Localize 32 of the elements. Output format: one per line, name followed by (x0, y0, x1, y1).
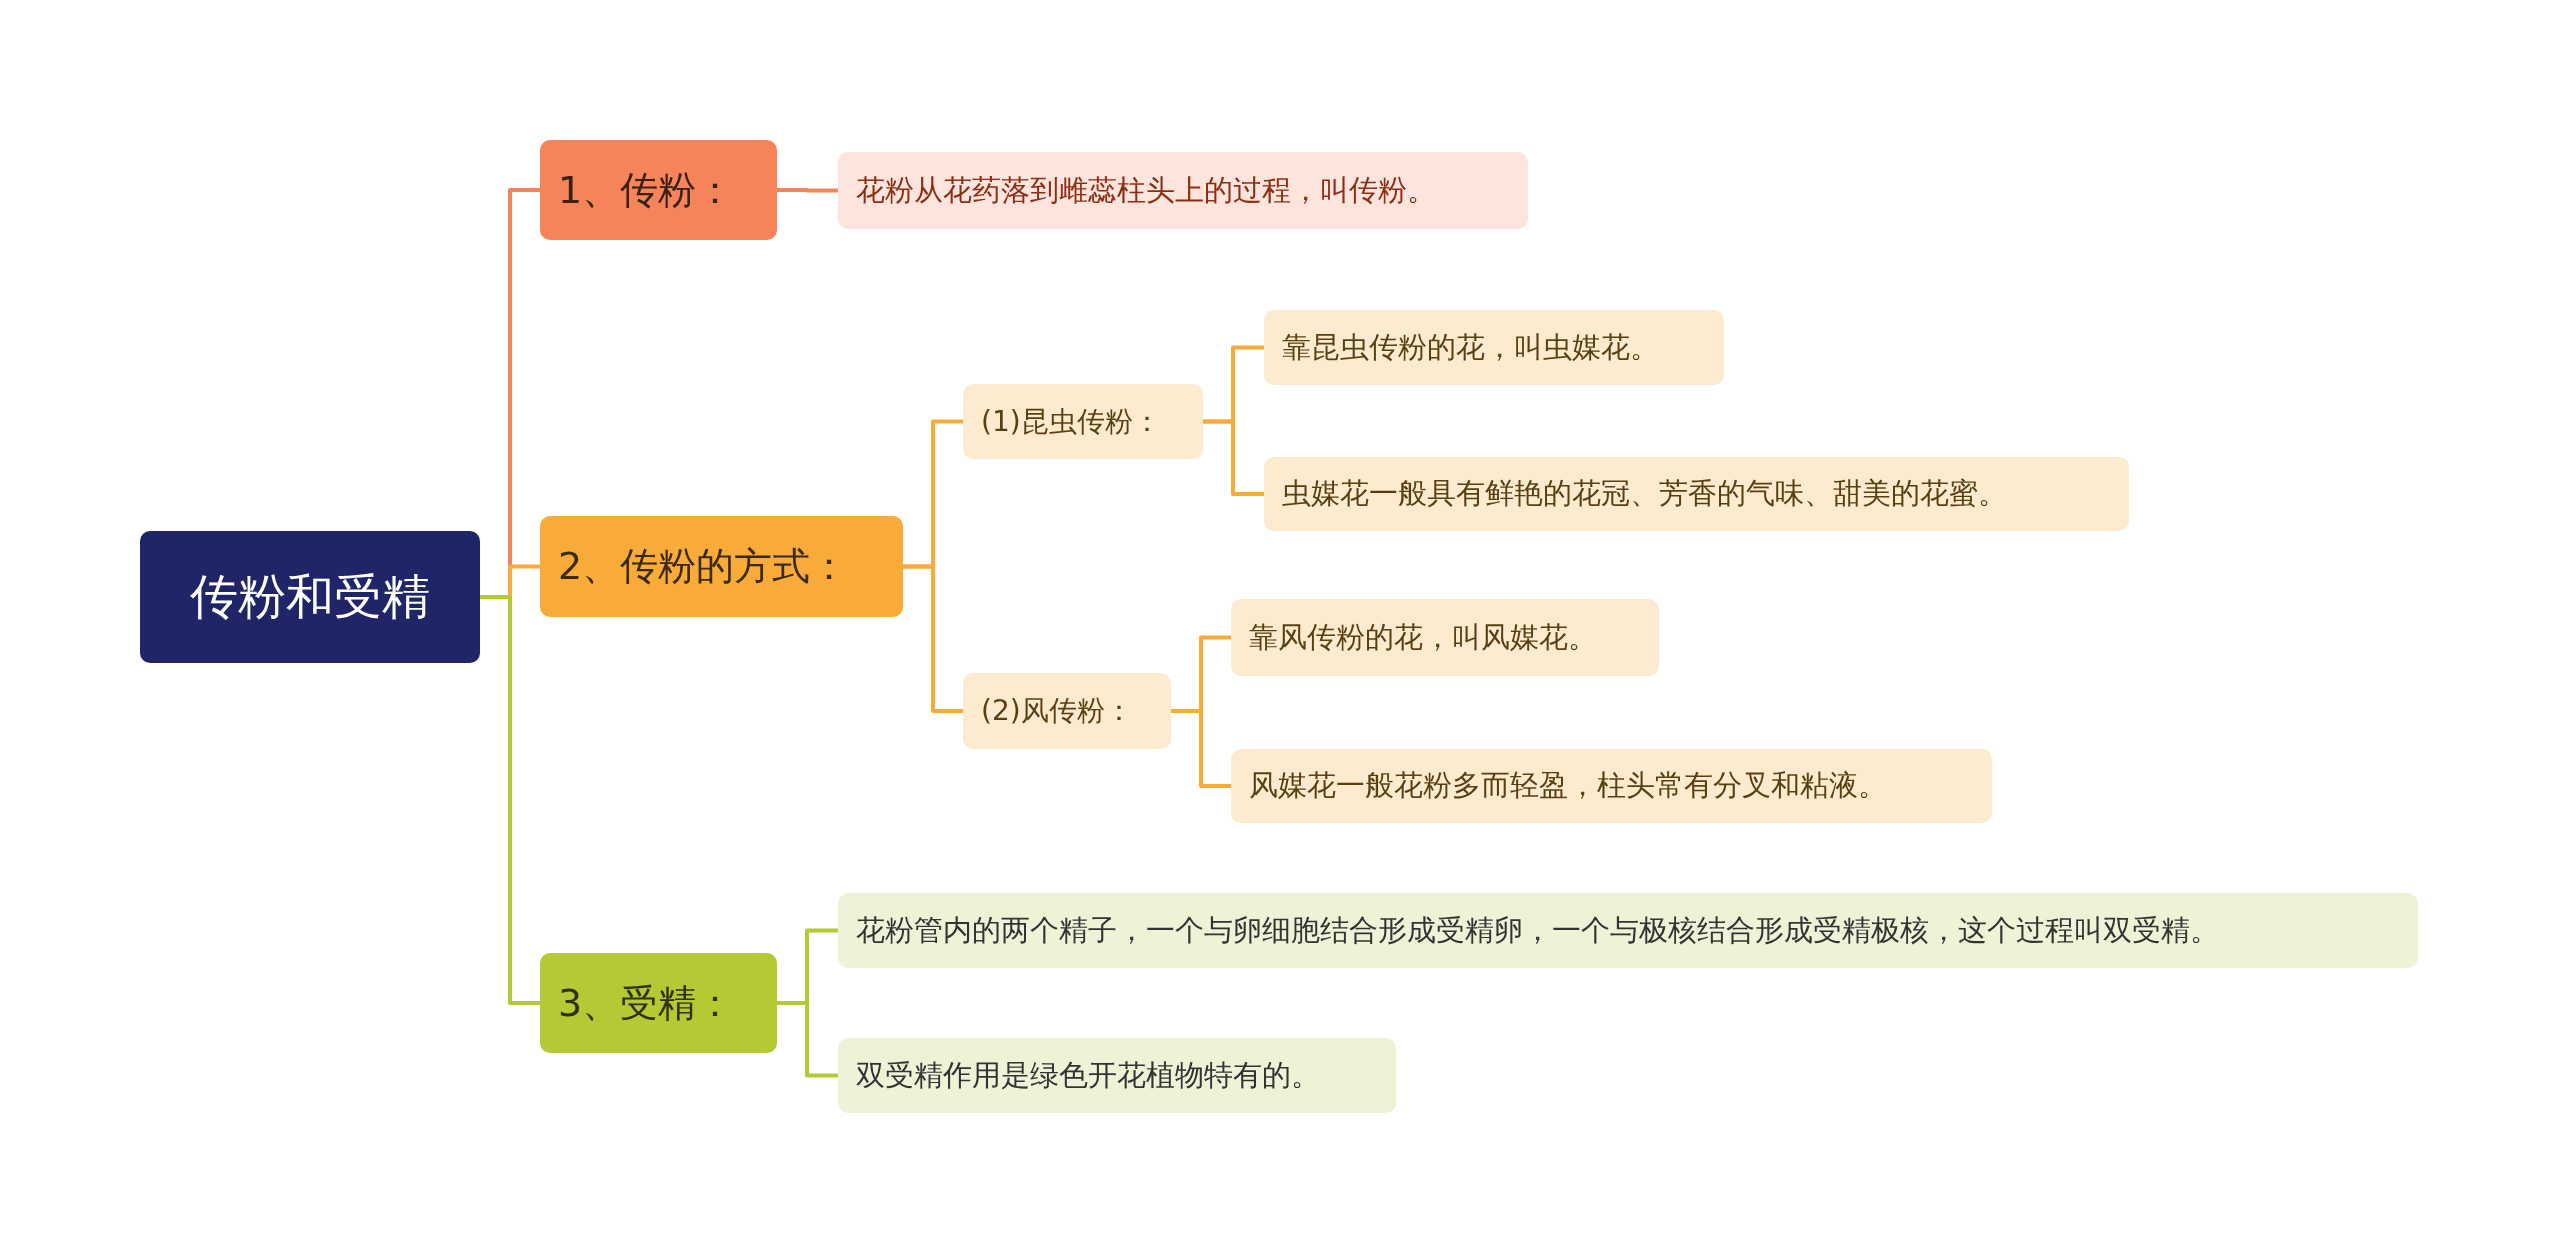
node-text: 双受精作用是绿色开花植物特有的。 (856, 1056, 1320, 1094)
node-text: 花粉从花药落到雌蕊柱头上的过程，叫传粉。 (856, 171, 1436, 209)
connector-line (1203, 419, 1264, 496)
node-text: 虫媒花一般具有鲜艳的花冠、芳香的气味、甜美的花蜜。 (1282, 475, 2007, 512)
detail-box (838, 152, 1528, 229)
node-text: 3、受精： (558, 979, 735, 1027)
topic-box (540, 953, 777, 1053)
node-text: 靠昆虫传粉的花，叫虫媒花。 (1282, 328, 1659, 366)
detail-box (838, 1038, 1396, 1113)
detail-box (1264, 457, 2129, 531)
node-text: 2、传粉的方式： (558, 543, 849, 590)
connector-line (1171, 709, 1231, 788)
subtopic-box (963, 384, 1203, 459)
connector-line (903, 564, 963, 713)
node-text: (1)昆虫传粉： (981, 403, 1161, 440)
detail-box (1231, 749, 1992, 823)
node-text: 风媒花一般花粉多而轻盈，柱头常有分叉和粘液。 (1249, 767, 1887, 804)
detail-box (838, 893, 2418, 968)
connector-line (777, 1001, 838, 1078)
node-text: (2)风传粉： (981, 693, 1133, 729)
topic-box (540, 516, 903, 617)
connector-line (777, 188, 838, 193)
node-text: 传粉和受精 (190, 567, 430, 626)
node-text: 靠风传粉的花，叫风媒花。 (1249, 618, 1597, 656)
node-text: 1、传粉： (558, 166, 735, 214)
connector-line (480, 595, 540, 1005)
detail-box (1264, 310, 1724, 385)
detail-box (1231, 599, 1659, 676)
topic-box (540, 140, 777, 240)
root-topic-box (140, 531, 480, 663)
node-text: 花粉管内的两个精子，一个与卵细胞结合形成受精卵，一个与极核结合形成受精极核，这个过程叫双受精。 (856, 911, 2219, 949)
subtopic-box (963, 673, 1171, 749)
